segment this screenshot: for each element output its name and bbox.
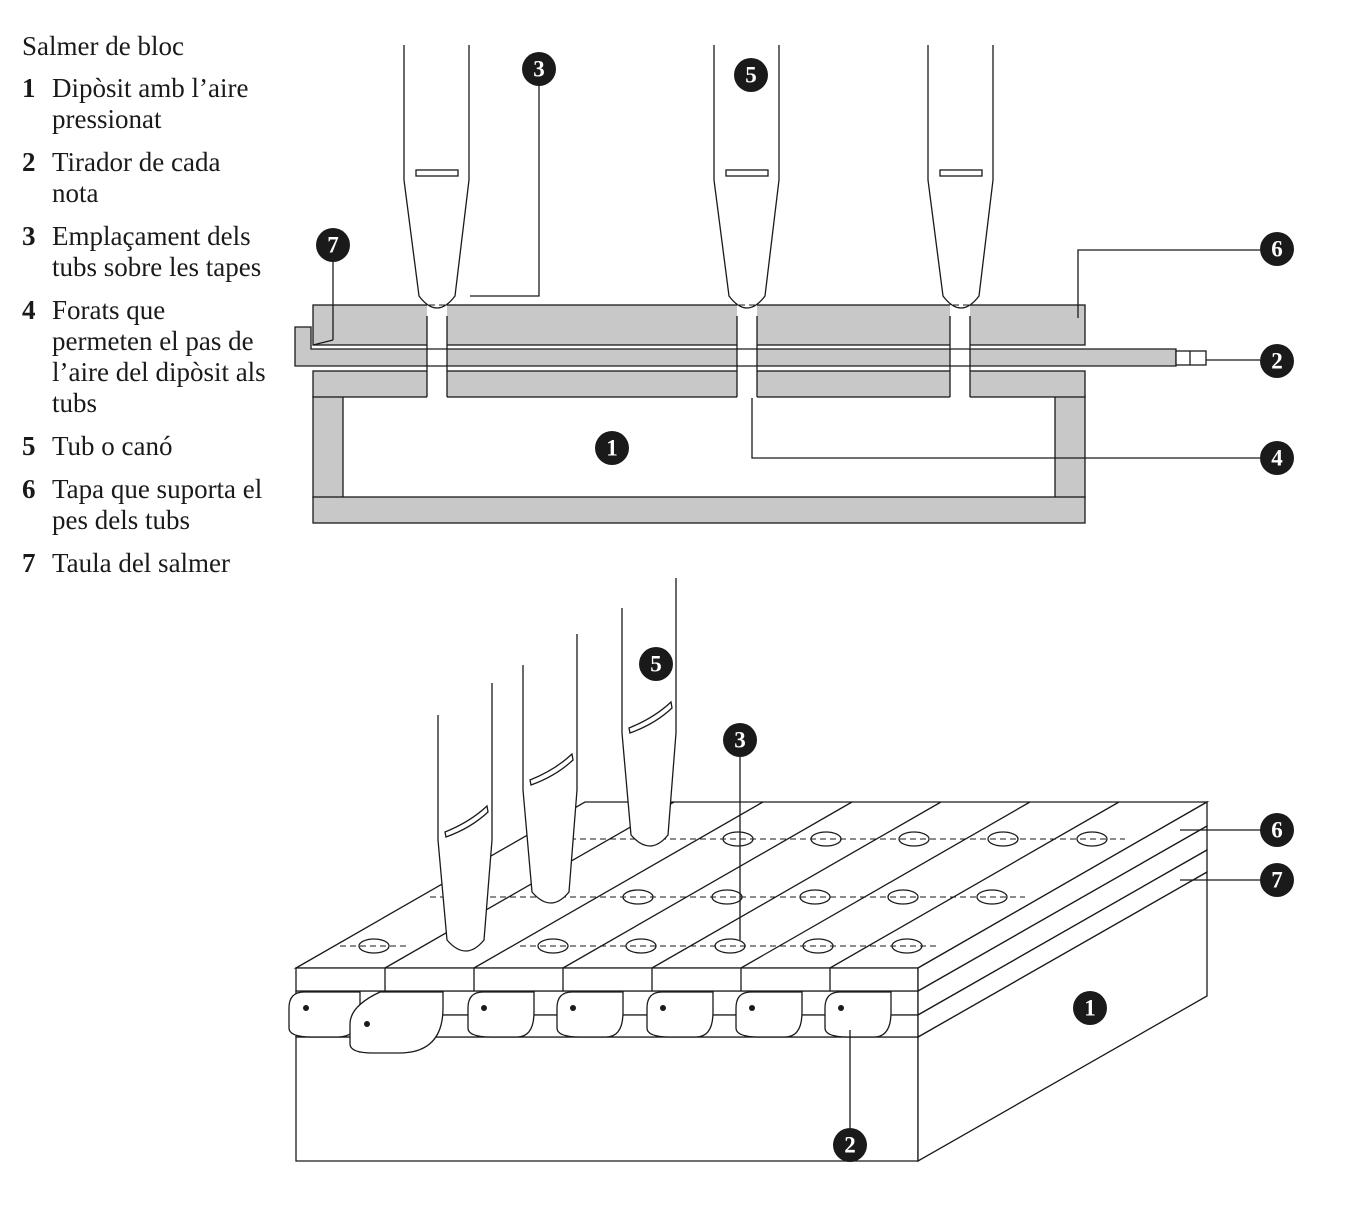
legend-item-2: 2 Tirador de cada nota bbox=[22, 147, 272, 209]
svg-text:4: 4 bbox=[1271, 446, 1283, 471]
legend-number: 1 bbox=[22, 73, 36, 103]
legend-item-3: 3 Emplaçament dels tubs sobre les tapes bbox=[22, 221, 272, 283]
svg-text:6: 6 bbox=[1271, 237, 1283, 262]
legend-item-6: 6 Tapa que suporta el pes dels tubs bbox=[22, 474, 272, 536]
legend-number: 7 bbox=[22, 548, 36, 578]
legend-number: 3 bbox=[22, 221, 36, 251]
callout-top-1: 1 bbox=[595, 431, 629, 465]
svg-text:5: 5 bbox=[745, 63, 757, 88]
legend-number: 5 bbox=[22, 431, 36, 461]
svg-text:5: 5 bbox=[650, 652, 662, 677]
callout-bottom-1: 1 bbox=[1073, 991, 1107, 1025]
legend-item-7: 7 Taula del salmer bbox=[22, 548, 272, 579]
legend-text: Emplaçament dels tubs sobre les tapes bbox=[52, 221, 262, 282]
legend-text: Tapa que suporta el pes dels tubs bbox=[52, 474, 263, 535]
pipe-2 bbox=[713, 45, 780, 309]
perspective-pipe-3 bbox=[621, 578, 677, 847]
callout-bottom-5: 5 bbox=[639, 647, 673, 681]
legend-item-5: 5 Tub o canó bbox=[22, 431, 272, 462]
callout-top-3: 3 bbox=[522, 52, 556, 86]
svg-text:7: 7 bbox=[1271, 868, 1283, 893]
air-holes bbox=[426, 305, 971, 398]
callout-top-6: 6 bbox=[1260, 232, 1294, 266]
perspective-diagram bbox=[288, 578, 1260, 1163]
svg-text:1: 1 bbox=[1084, 996, 1096, 1021]
slider-tabs bbox=[288, 991, 892, 1054]
svg-text:6: 6 bbox=[1271, 818, 1283, 843]
callout-bottom-3: 3 bbox=[723, 723, 757, 757]
legend-title: Salmer de bloc bbox=[22, 31, 184, 61]
callout-top-7: 7 bbox=[316, 228, 350, 262]
legend-item-4: 4 Forats que permeten el pas de l’aire d… bbox=[22, 295, 272, 419]
svg-text:3: 3 bbox=[533, 57, 545, 82]
legend-text: Tirador de cada nota bbox=[52, 147, 221, 208]
top-board-side bbox=[917, 800, 1208, 993]
reservoir-right-wall bbox=[1054, 395, 1086, 499]
svg-text:2: 2 bbox=[844, 1133, 856, 1158]
legend-text: Dipòsit amb l’aire pressionat bbox=[52, 73, 249, 134]
reservoir-bottom bbox=[312, 496, 1086, 524]
perspective-pipe-2 bbox=[522, 634, 578, 904]
legend: Salmer de bloc 1 Dipòsit amb l’aire pres… bbox=[22, 30, 272, 591]
legend-text: Taula del salmer bbox=[52, 548, 231, 578]
callout-bottom-7: 7 bbox=[1260, 863, 1294, 897]
pipe-3 bbox=[927, 45, 994, 309]
callout-top-2: 2 bbox=[1260, 344, 1294, 378]
reservoir-left-wall bbox=[312, 395, 344, 499]
svg-text:1: 1 bbox=[606, 436, 618, 461]
svg-text:7: 7 bbox=[327, 233, 339, 258]
callout-bottom-2: 2 bbox=[833, 1128, 867, 1162]
cross-section-diagram bbox=[294, 45, 1260, 524]
slider-end bbox=[1175, 350, 1207, 366]
reservoir-front bbox=[295, 1036, 919, 1162]
slot-lines bbox=[384, 801, 1120, 991]
legend-item-1: 1 Dipòsit amb l’aire pressionat bbox=[22, 73, 272, 135]
pipe-holes bbox=[340, 831, 1125, 954]
perspective-pipe-1 bbox=[437, 683, 493, 952]
legend-text: Forats que permeten el pas de l’aire del… bbox=[52, 295, 266, 418]
svg-text:2: 2 bbox=[1271, 349, 1283, 374]
legend-text: Tub o canó bbox=[52, 431, 173, 461]
pipe-1 bbox=[403, 45, 470, 309]
callout-bottom-6: 6 bbox=[1260, 813, 1294, 847]
legend-number: 4 bbox=[22, 295, 36, 325]
callout-top-5: 5 bbox=[734, 58, 768, 92]
callout-top-4: 4 bbox=[1260, 441, 1294, 475]
top-board-front bbox=[295, 967, 919, 992]
legend-number: 6 bbox=[22, 474, 36, 504]
svg-text:3: 3 bbox=[734, 728, 746, 753]
legend-number: 2 bbox=[22, 147, 36, 177]
